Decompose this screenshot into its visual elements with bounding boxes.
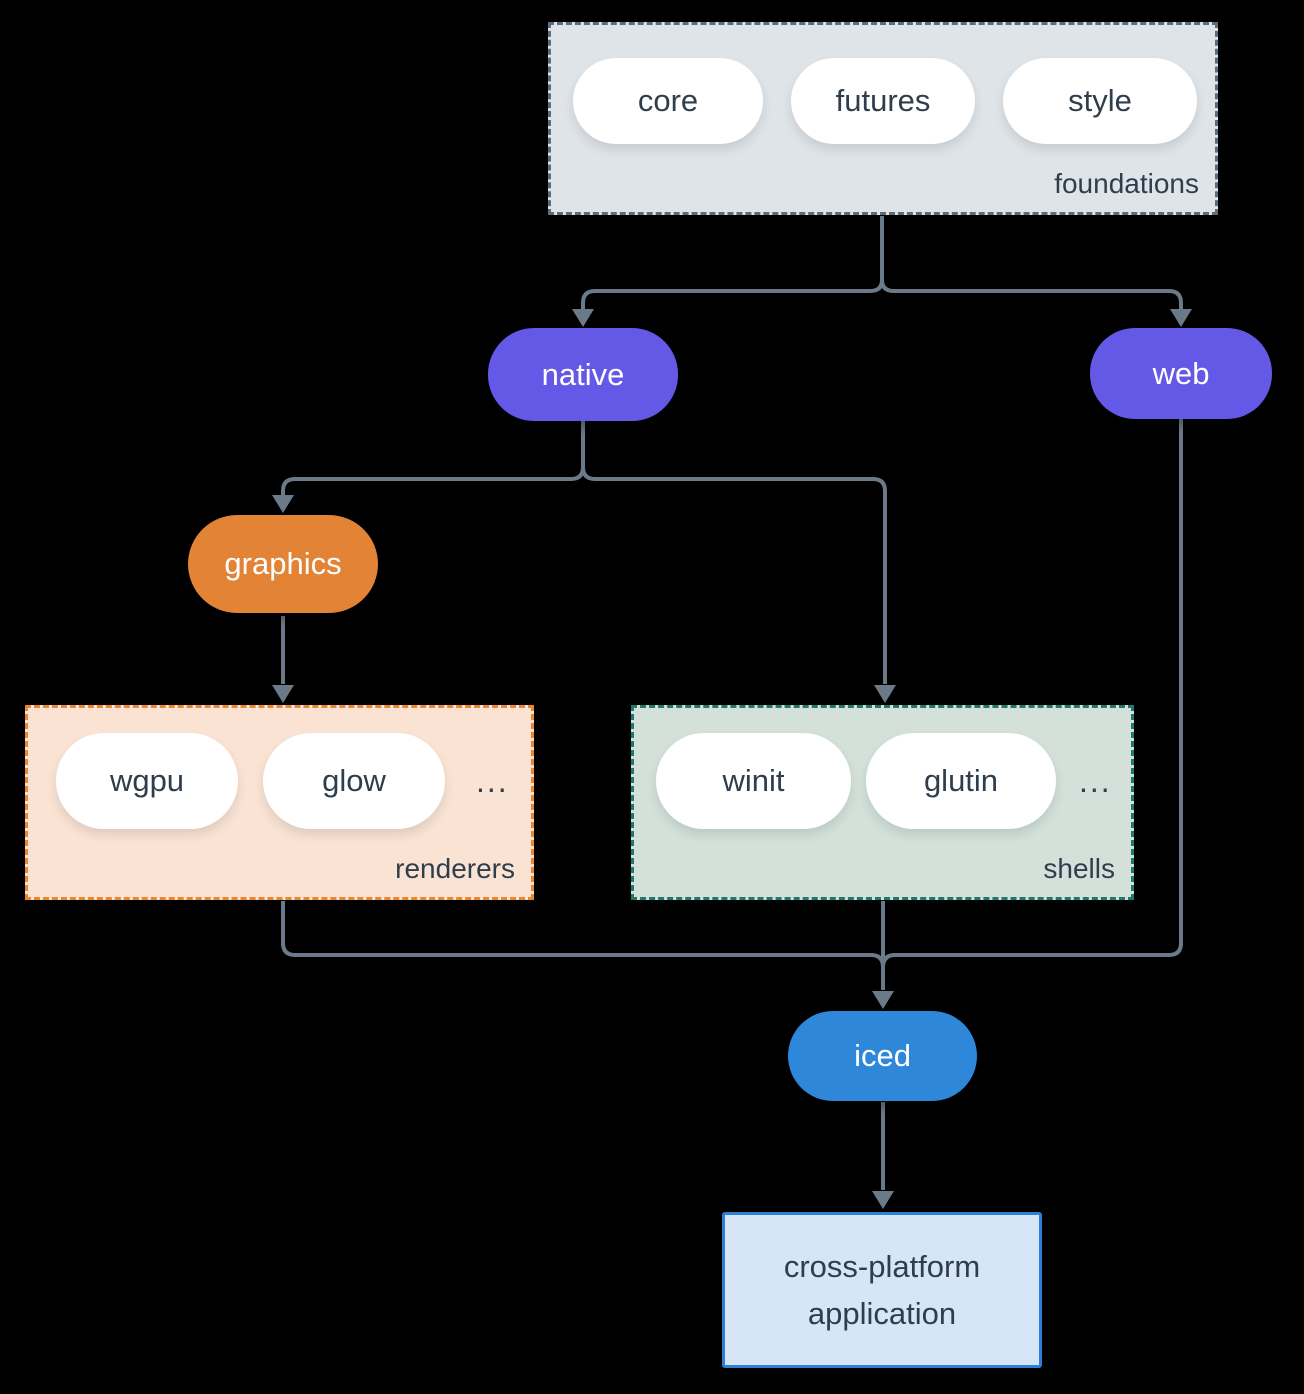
- node-graphics: graphics: [188, 515, 378, 613]
- node-glow: glow: [263, 733, 445, 829]
- shells-ellipsis: ...: [1079, 762, 1112, 799]
- edge-foundations-native: [581, 216, 884, 310]
- group-renderers-label: renderers: [395, 853, 515, 884]
- edge-native-shells: [581, 421, 887, 684]
- node-glutin: glutin: [866, 733, 1056, 829]
- node-core-label: core: [637, 83, 699, 118]
- node-winit: winit: [656, 733, 851, 829]
- group-renderers: wgpu glow ... renderers: [25, 705, 534, 900]
- arrowhead-native: [572, 309, 594, 327]
- app-label-line2: application: [807, 1296, 957, 1331]
- edge-renderers-iced: [281, 901, 885, 988]
- node-graphics-label: graphics: [224, 546, 342, 581]
- node-cross-platform-application: cross-platform application: [722, 1212, 1042, 1368]
- arrowhead-shells: [874, 685, 896, 703]
- node-style: style: [1003, 58, 1197, 144]
- app-label-line1: cross-platform: [783, 1249, 981, 1284]
- arrowhead-app: [872, 1191, 894, 1209]
- edge-foundations-web: [880, 216, 1183, 310]
- renderers-ellipsis: ...: [476, 762, 509, 799]
- node-futures-label: futures: [835, 83, 931, 118]
- edge-web-iced: [881, 419, 1183, 988]
- node-glow-label: glow: [322, 763, 386, 798]
- node-native: native: [488, 328, 678, 421]
- arrowhead-web: [1170, 309, 1192, 327]
- group-shells-label: shells: [1043, 853, 1115, 884]
- node-core: core: [573, 58, 763, 144]
- group-shells: winit glutin ... shells: [631, 705, 1134, 900]
- node-glutin-label: glutin: [923, 763, 999, 798]
- edge-native-graphics: [281, 421, 585, 495]
- node-iced-label: iced: [854, 1038, 911, 1073]
- node-native-label: native: [541, 356, 625, 392]
- arrowhead-graphics: [272, 495, 294, 513]
- node-style-label: style: [1068, 83, 1132, 118]
- arrowhead-iced: [872, 991, 894, 1009]
- node-futures: futures: [791, 58, 975, 144]
- group-foundations: core futures style foundations: [548, 22, 1218, 215]
- node-winit-label: winit: [722, 763, 785, 798]
- node-iced: iced: [788, 1011, 977, 1101]
- arrowhead-renderers: [272, 685, 294, 703]
- node-web: web: [1090, 328, 1272, 419]
- node-web-label: web: [1152, 355, 1210, 391]
- node-wgpu: wgpu: [56, 733, 238, 829]
- node-wgpu-label: wgpu: [109, 763, 185, 798]
- group-foundations-label: foundations: [1054, 168, 1199, 199]
